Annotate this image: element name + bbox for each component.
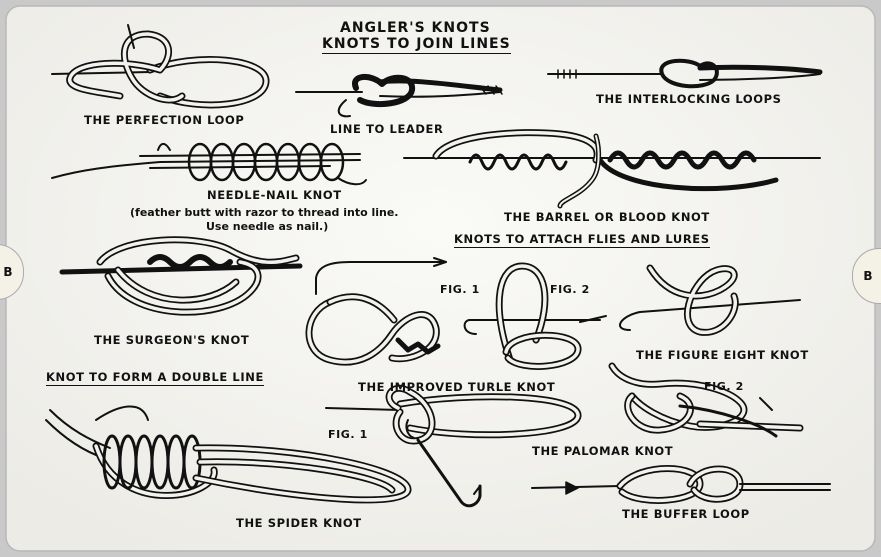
label-perfection-loop: THE PERFECTION LOOP	[84, 113, 245, 127]
section-attach-flies-lures: KNOTS TO ATTACH FLIES AND LURES	[454, 232, 710, 248]
surgeons-knot-illustration	[59, 236, 303, 316]
figure-eight-knot-illustration	[618, 264, 801, 336]
turle-fig-2-label: FIG. 2	[550, 283, 590, 296]
label-spider-knot: THE SPIDER KNOT	[236, 516, 362, 530]
label-figure-eight-knot: THE FIGURE EIGHT KNOT	[636, 348, 809, 362]
interlocking-loops-illustration	[547, 58, 823, 89]
palomar-knot-illustration	[325, 384, 582, 508]
spider-knot-illustration	[45, 405, 412, 504]
needle-nail-note-line-1: (feather butt with razor to thread into …	[130, 206, 399, 219]
label-improved-turle-knot: THE IMPROVED TURLE KNOT	[358, 380, 556, 394]
label-buffer-loop: THE BUFFER LOOP	[622, 507, 750, 521]
figure-eight-fig2-illustration	[608, 362, 804, 438]
palomar-fig-1-label: FIG. 1	[328, 428, 368, 441]
label-needle-nail-knot: NEEDLE-NAIL KNOT	[207, 188, 342, 202]
label-interlocking-loops: THE INTERLOCKING LOOPS	[596, 92, 782, 106]
barrel-blood-knot-illustration	[403, 129, 821, 209]
turle-fig-1-label: FIG. 1	[440, 283, 480, 296]
needle-nail-knot-illustration	[51, 142, 367, 186]
line-to-leader-illustration	[295, 74, 503, 118]
section-double-line: KNOT TO FORM A DOUBLE LINE	[46, 370, 264, 386]
card-subtitle: KNOTS TO JOIN LINES	[322, 36, 511, 54]
figure-eight-fig-2-label: FIG. 2	[704, 380, 744, 393]
label-barrel-blood-knot: THE BARREL OR BLOOD KNOT	[504, 210, 710, 224]
needle-nail-note-line-2: Use needle as nail.)	[206, 220, 329, 233]
label-palomar-knot: THE PALOMAR KNOT	[532, 444, 674, 458]
improved-turle-knot-illustration	[305, 257, 607, 370]
label-surgeons-knot: THE SURGEON'S KNOT	[94, 333, 250, 347]
card-title: ANGLER'S KNOTS	[340, 20, 491, 36]
perfection-loop-illustration	[51, 24, 270, 109]
label-line-to-leader: LINE TO LEADER	[330, 122, 444, 136]
buffer-loop-illustration	[531, 465, 831, 504]
